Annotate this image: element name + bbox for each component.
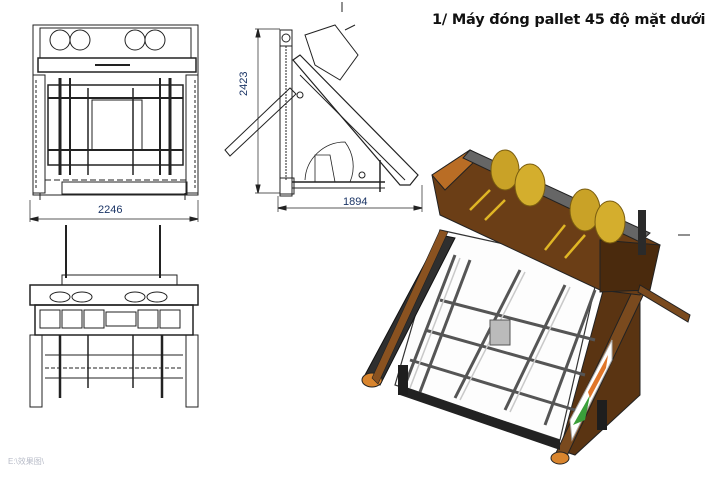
front-width-dimension: 2246 <box>98 204 123 216</box>
side-height-dimension: 2423 <box>238 71 250 96</box>
file-path-caption: E:\效果图\ <box>8 457 45 466</box>
plan-view <box>29 225 199 408</box>
side-view <box>224 2 423 212</box>
isometric-render <box>361 149 691 465</box>
drawing-title: 1/ Máy đóng pallet 45 độ mặt dưới <box>432 12 706 28</box>
front-view <box>29 24 199 222</box>
side-width-dimension: 1894 <box>343 196 368 208</box>
